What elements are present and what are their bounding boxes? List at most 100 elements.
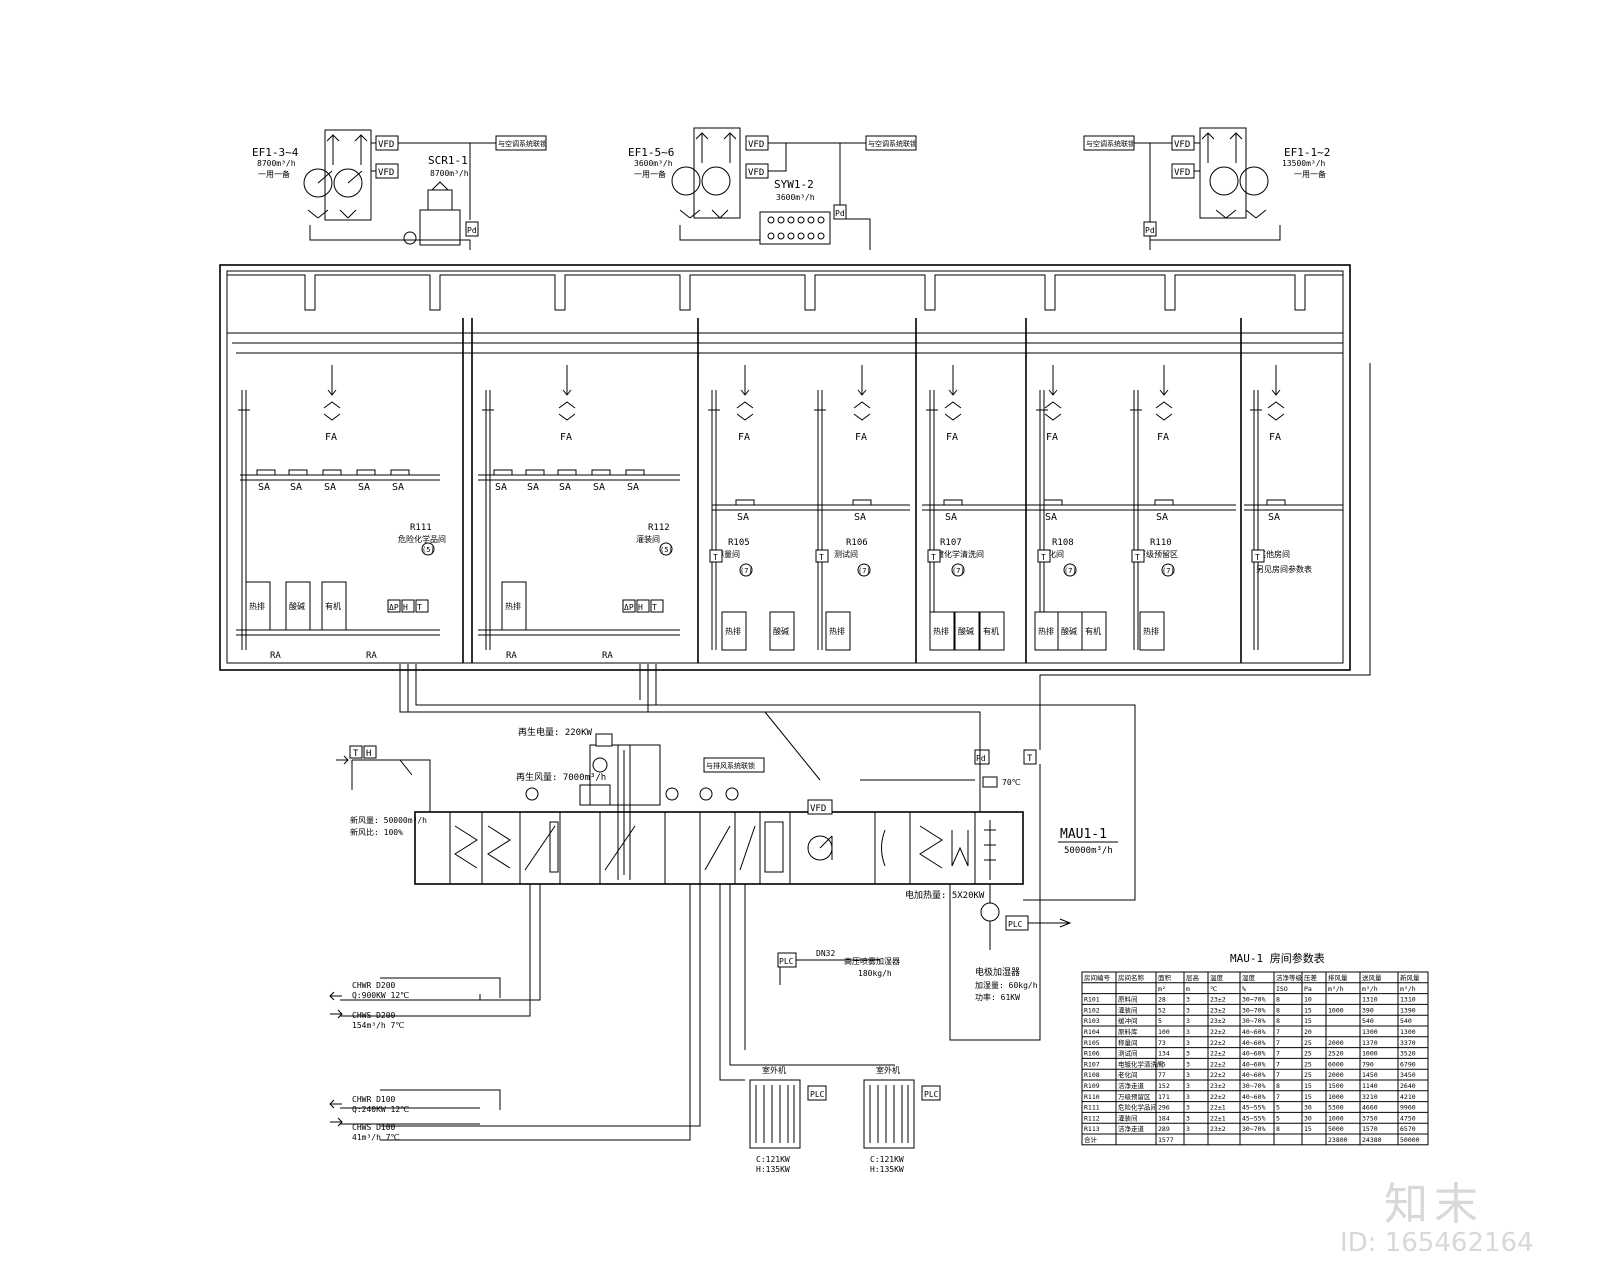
room-name: 灌装间 [636, 534, 660, 544]
table-cell: 2640 [1400, 1082, 1416, 1090]
exhaust-fan-icon [333, 168, 363, 198]
sa-label: SA [1045, 512, 1057, 523]
table-cell: R113 [1084, 1125, 1100, 1133]
outdoor-unit-cool: C:121KW [870, 1155, 904, 1164]
steam-cap: 180kg/h [858, 969, 892, 978]
table-cell: 15 [1304, 1082, 1312, 1090]
outdoor-unit-2: 室外机 PLC C:121KW H:135KW [863, 1065, 941, 1174]
table-cell: 3520 [1400, 1050, 1416, 1058]
table-cell: 4210 [1400, 1093, 1416, 1101]
table-cell: 1000 [1362, 1050, 1378, 1058]
pd-label: Pd [835, 209, 845, 218]
table-cell: 1000 [1328, 1114, 1344, 1122]
heater-box [595, 733, 613, 747]
table-cell: 40~60% [1242, 1060, 1266, 1068]
table-cell: 1370 [1362, 1039, 1378, 1047]
room-code: R110 [1150, 538, 1172, 548]
sa-diffuser-icon [493, 469, 513, 476]
room-sensor [927, 549, 941, 563]
table-cell: 3 [1186, 1082, 1190, 1090]
plc-box [807, 1085, 827, 1101]
table-cell: 40~60% [1242, 1039, 1266, 1047]
mau-reheat: 再生电量: 220KW [518, 726, 593, 738]
damper-icon [725, 787, 739, 801]
humidifier-label: 电极加湿器 [975, 966, 1020, 978]
equipment-box [769, 611, 795, 651]
room-r108: FASAR108老化间(7)热排酸碱有机T [1034, 365, 1107, 651]
table-title: MAU-1 房间参数表 [1230, 951, 1325, 965]
table-cell: R111 [1084, 1104, 1100, 1112]
table-cell: 6000 [1328, 1060, 1344, 1068]
table-cell: 40~60% [1242, 1028, 1266, 1036]
equipment-box [501, 581, 527, 631]
ra-label: RA [506, 651, 517, 661]
vfd-label: VFD [748, 168, 764, 178]
clean-class: (7) [858, 567, 871, 575]
room-name: 电镀化学清洗间 [928, 549, 984, 559]
room-code: R112 [648, 523, 670, 533]
room-code: R107 [940, 538, 962, 548]
table-cell: 790 [1362, 1060, 1374, 1068]
equipment-label: 酸碱 [289, 601, 305, 611]
mau-unit: VFD 再生电量: 220KW 再生风量: 7000m³/h 新风量: 5000… [336, 363, 1371, 1141]
plc-label: PLC [779, 957, 794, 966]
mau-flow: 50000m³/h [1064, 846, 1113, 856]
table-cell: 3 [1186, 1028, 1190, 1036]
sensor-t [1023, 749, 1037, 765]
room-sensor [622, 599, 636, 613]
fa-label: FA [1046, 432, 1058, 443]
table-cell: 8 [1276, 1082, 1280, 1090]
table-cell: 3 [1186, 996, 1190, 1004]
room-code: R106 [846, 538, 868, 548]
table-cell: 2000 [1328, 1039, 1344, 1047]
table-cell: 3 [1186, 1093, 1190, 1101]
plc-label: PLC [1008, 920, 1023, 929]
clean-class: (7) [952, 567, 965, 575]
exhaust-mode: 一用一备 [1294, 169, 1326, 179]
table-cell: 3 [1186, 1114, 1190, 1122]
outdoor-unit-1: 室外机 PLC C:121KW H:135KW [749, 1065, 827, 1174]
table-cell: 3 [1186, 1006, 1190, 1014]
equipment-box [929, 611, 955, 651]
table-header-cell: 房间名称 [1118, 973, 1145, 982]
vfd-label: VFD [378, 168, 394, 178]
room-sensor [709, 549, 723, 563]
table-unit-cell: ISO [1276, 985, 1288, 993]
table-header-cell: 压差 [1304, 973, 1318, 982]
equipment-label: 热排 [725, 626, 741, 636]
pipe-note: Q:900KW 12℃ [352, 991, 409, 1000]
table-cell: 原料间 [1118, 995, 1138, 1004]
table-cell: 1390 [1400, 1006, 1416, 1014]
table-cell: 40~60% [1242, 1093, 1266, 1101]
table-cell: 4660 [1362, 1104, 1378, 1112]
pipe-line: CHWS D100 [352, 1123, 396, 1132]
table-cell: 95 [1158, 1060, 1166, 1068]
table-header-cell: 房间编号 [1084, 973, 1111, 982]
equipment-label: 热排 [829, 626, 845, 636]
table-cell: 390 [1362, 1006, 1374, 1014]
table-cell: 1300 [1362, 1028, 1378, 1036]
plc-box [921, 1085, 941, 1101]
table-header-cell: 层高 [1186, 973, 1200, 982]
pipe-line: CHWR D200 [352, 981, 396, 990]
damper-icon [525, 787, 539, 801]
clean-class: (7) [740, 567, 753, 575]
steam-size: DN32 [816, 949, 835, 958]
table-cell: 3 [1186, 1125, 1190, 1133]
vfd-label: VFD [810, 804, 826, 814]
room-r105: FASAR105称量间(7)热排酸碱T [708, 365, 795, 651]
humidifier-cap: 加湿量: 60kg/h [975, 980, 1038, 990]
table-cell: 危险化学品间 [1118, 1103, 1157, 1112]
table-cell: 7 [1276, 1071, 1280, 1079]
table-cell: 23±2 [1210, 996, 1226, 1004]
equipment-box [285, 581, 311, 631]
table-cell: 50000 [1400, 1136, 1420, 1144]
table-cell: 30~70% [1242, 1017, 1266, 1025]
table-cell: 3 [1186, 1039, 1190, 1047]
exhaust-mode: 一用一备 [258, 169, 290, 179]
table-unit-cell: % [1242, 985, 1246, 993]
exhaust-riser [1250, 390, 1262, 650]
